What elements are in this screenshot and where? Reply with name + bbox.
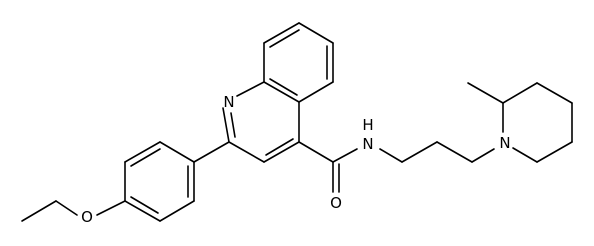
carbonyl-oxygen-label: O bbox=[330, 194, 342, 212]
ethoxy-chain bbox=[21, 200, 126, 222]
ethoxyphenyl-ring bbox=[124, 141, 230, 222]
atom-piperidine-nitrogen: N bbox=[499, 134, 510, 152]
atom-amide-nitrogen: H N bbox=[362, 116, 373, 153]
atom-quinoline-nitrogen: N bbox=[223, 93, 234, 111]
amide-nitrogen-label: N bbox=[362, 135, 373, 153]
quinoline-benzo-ring bbox=[263, 22, 334, 103]
methylpiperidine-ring bbox=[467, 82, 573, 163]
amide-nitrogen-h-label: H bbox=[362, 116, 373, 134]
quinoline-nitrogen-label: N bbox=[223, 93, 234, 111]
atom-ether-oxygen: O bbox=[81, 208, 93, 226]
atom-carbonyl-oxygen: O bbox=[330, 194, 342, 212]
quinoline-pyridine-ring bbox=[222, 81, 300, 163]
ether-oxygen-label: O bbox=[81, 208, 93, 226]
carboxamide-linker bbox=[298, 141, 495, 193]
piperidine-nitrogen-label: N bbox=[499, 134, 510, 152]
